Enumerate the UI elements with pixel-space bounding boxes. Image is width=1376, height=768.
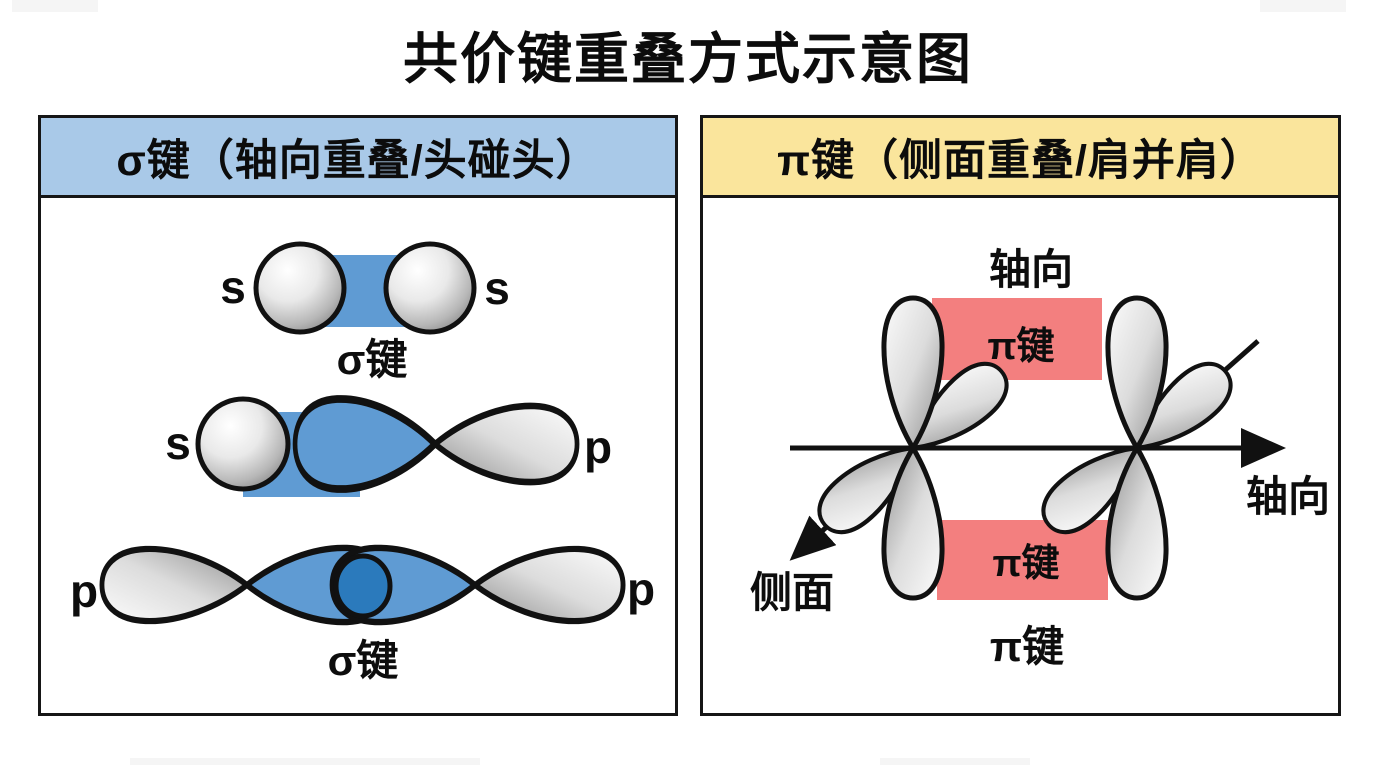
orbital-label-p: p [583,421,613,473]
pi-bond-label-bottom: π键 [989,623,1065,670]
page-title: 共价键重叠方式示意图 [402,28,973,90]
orbital-label-s: s [220,261,246,313]
edge-artifact-top-right [1260,0,1346,12]
sigma-panel-header: σ键（轴向重叠/头碰头） [41,118,675,198]
edge-artifact-bottom-2 [880,758,1030,765]
edge-artifact-top-left [12,0,98,12]
orbital-label-p: p [69,565,99,617]
orbital-label-p: p [626,563,656,615]
sigma-bond-caption: σ键 [336,336,408,383]
orbital-label-s: s [484,262,510,314]
sigma-bond-panel: σ键（轴向重叠/头碰头） [38,115,678,716]
pi-bond-label-middle: π键 [992,543,1060,585]
axial-direction-label-right: 轴向 [1245,473,1331,520]
pi-panel-header: π键（侧面重叠/肩并肩） [703,118,1338,198]
side-direction-label: 侧面 [749,569,835,616]
sigma-bond-caption: σ键 [327,637,399,684]
edge-artifact-bottom-1 [130,758,480,765]
orbital-label-s: s [165,417,191,469]
axial-direction-label-top: 轴向 [988,246,1074,293]
pi-bond-label-top: π键 [987,326,1055,368]
